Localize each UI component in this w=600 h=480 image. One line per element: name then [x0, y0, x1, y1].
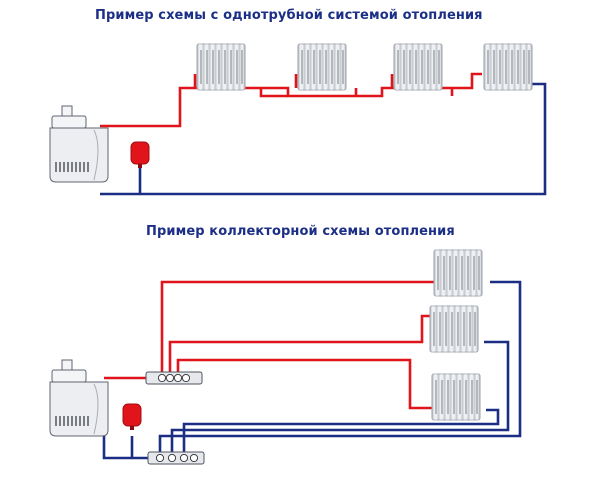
boiler	[49, 359, 109, 437]
radiator	[433, 249, 483, 297]
radiator	[429, 305, 479, 353]
supply-riser	[193, 74, 288, 98]
supply-branch	[160, 280, 434, 374]
return-pipe	[100, 82, 547, 196]
radiator	[297, 43, 347, 91]
radiator	[196, 43, 246, 91]
radiator	[393, 43, 443, 91]
supply-riser	[294, 74, 358, 96]
return-branch	[170, 340, 510, 452]
boiler	[49, 105, 109, 183]
single-pipe-title: Пример схемы с однотрубной системой отоп…	[95, 8, 483, 23]
expansion-tank	[122, 403, 142, 431]
collector-title: Пример коллекторной схемы отопления	[146, 224, 455, 239]
return-manifold	[147, 451, 205, 465]
return-branch	[182, 408, 500, 452]
supply-branch	[168, 314, 430, 374]
supply-manifold	[145, 371, 203, 385]
supply-branch	[176, 358, 432, 410]
return-branch	[158, 280, 522, 452]
supply-riser	[390, 74, 454, 96]
radiator	[431, 373, 481, 421]
single-pipe-scheme	[49, 43, 547, 196]
supply-pipe	[100, 72, 482, 128]
expansion-tank	[130, 141, 150, 169]
collector-scheme	[49, 249, 522, 465]
radiator	[483, 43, 533, 91]
